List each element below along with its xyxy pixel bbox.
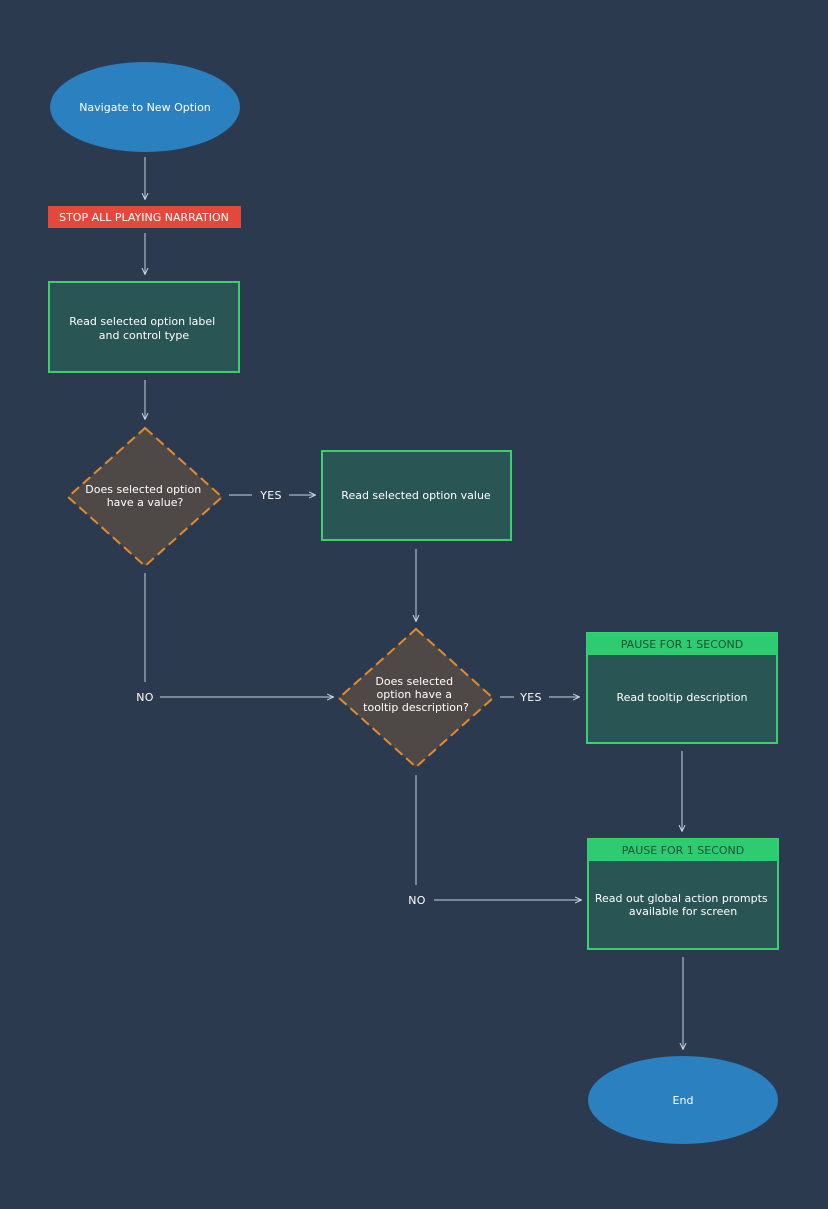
start-label: Navigate to New Option [79,101,211,114]
start-terminal [50,62,240,152]
read-prompts-text: Read out global action prompts available… [595,892,771,918]
decision-has-tooltip [337,627,495,769]
read-label-box [48,281,240,373]
end-label: End [673,1094,694,1107]
decision-has-value [66,426,224,568]
value-yes-label: YES [259,489,282,502]
tooltip-no-label: NO [408,894,426,907]
read-label-text: Read selected option label and control t… [69,315,218,342]
end-terminal [588,1056,778,1144]
tooltip-yes-label: YES [519,691,542,704]
pause-header-2-label: PAUSE FOR 1 SECOND [622,844,745,857]
decision-has-tooltip-text: Does selected option have a tooltip desc… [363,675,469,714]
pause-header-2 [588,839,778,861]
read-value-text: Read selected option value [341,489,491,502]
read-value-box [321,450,512,541]
stop-narration-label: STOP ALL PLAYING NARRATION [59,211,229,224]
decision-has-value-text: Does selected option have a value? [85,483,204,509]
value-no-label: NO [136,691,154,704]
pause-header-1-label: PAUSE FOR 1 SECOND [621,638,744,651]
pause-header-1 [587,633,777,655]
read-tooltip-text: Read tooltip description [617,691,748,704]
stop-narration-box [48,206,241,228]
